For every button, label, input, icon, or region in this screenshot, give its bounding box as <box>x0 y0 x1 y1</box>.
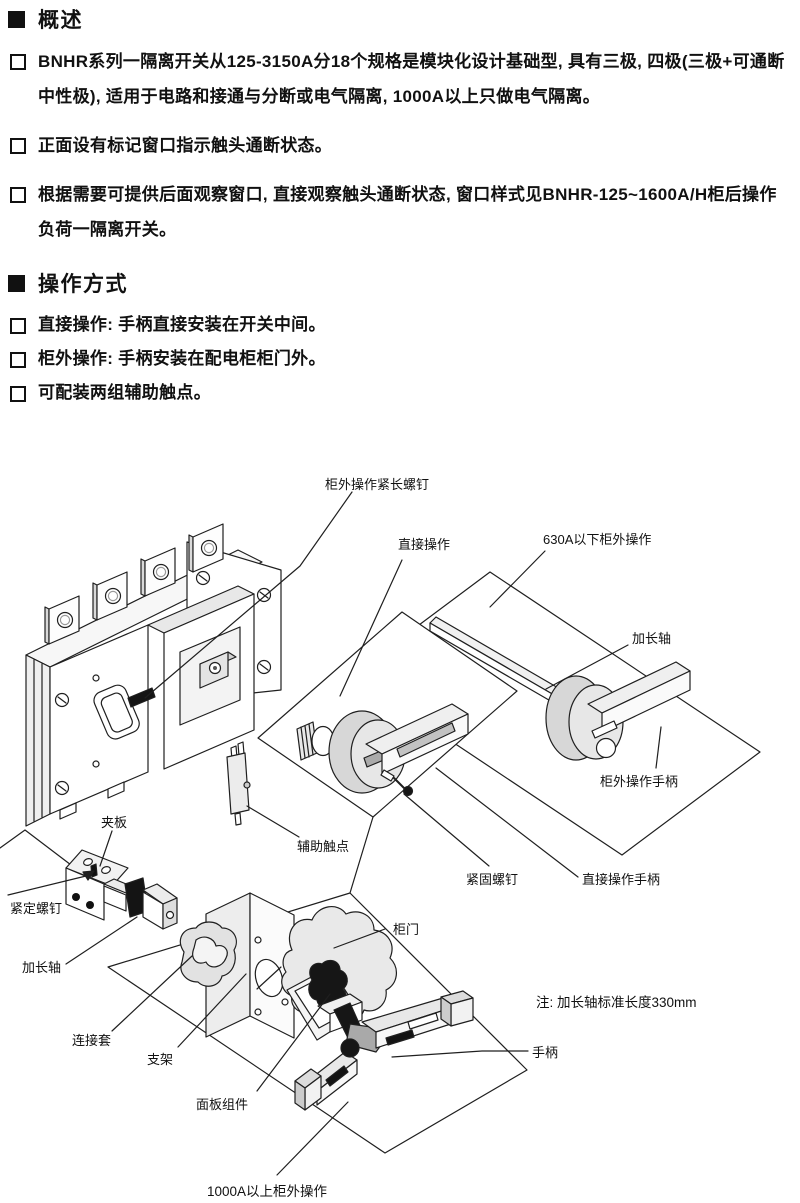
operation-bullet-2: 柜外操作: 手柄安装在配电柜柜门外。 <box>8 342 786 376</box>
handle-hub <box>340 1038 360 1058</box>
overview-bullet-2-text: 正面设有标记窗口指示触头通断状态。 <box>38 136 333 155</box>
overview-bullet-1-text: BNHR系列一隔离开关从125-3150A分18个规格是模块化设计基础型, 具有… <box>38 52 785 106</box>
label-external-handle: 柜外操作手柄 <box>600 774 678 789</box>
fastening-screw-part <box>380 769 395 782</box>
overview-bullet-3-text: 根据需要可提供后面观察窗口, 直接观察触头通断状态, 窗口样式见BNHR-125… <box>38 185 777 239</box>
label-set-screw: 紧定螺钉 <box>10 901 62 916</box>
hollow-square-bullet-icon <box>10 386 26 402</box>
screw-slot <box>127 687 156 708</box>
bottom-assembly <box>107 816 528 1154</box>
overview-bullet-2: 正面设有标记窗口指示触头通断状态。 <box>8 128 786 163</box>
clamp-shaft-assembly <box>0 829 178 930</box>
section-overview: 概述 BNHR系列一隔离开关从125-3150A分18个规格是模块化设计基础型,… <box>8 6 786 247</box>
label-panel-630a: 630A以下柜外操作 <box>543 532 651 547</box>
section-operation-heading-row: 操作方式 <box>8 270 786 296</box>
label-extension-shaft-right: 加长轴 <box>632 631 671 646</box>
handle-socket-cam <box>308 959 348 1010</box>
external-handle-part <box>545 661 691 761</box>
terminal-tabs <box>44 523 224 645</box>
label-handle: 手柄 <box>532 1045 558 1060</box>
operation-bullet-1-text: 直接操作: 手柄直接安装在开关中间。 <box>38 315 326 334</box>
label-direct-handle: 直接操作手柄 <box>582 872 660 887</box>
operation-bullet-3: 可配装两组辅助触点。 <box>8 376 786 410</box>
overview-bullet-1: BNHR系列一隔离开关从125-3150A分18个规格是模块化设计基础型, 具有… <box>8 44 786 114</box>
label-cabinet-door: 柜门 <box>393 922 419 937</box>
operation-bullet-3-text: 可配装两组辅助触点。 <box>38 383 211 402</box>
hollow-square-bullet-icon <box>10 187 26 203</box>
section-overview-heading-row: 概述 <box>8 6 786 32</box>
label-extension-shaft-left: 加长轴 <box>22 960 61 975</box>
switch-body <box>25 523 282 827</box>
overview-bullet-3: 根据需要可提供后面观察窗口, 直接观察触头通断状态, 窗口样式见BNHR-125… <box>8 177 786 247</box>
label-connecting-sleeve: 连接套 <box>72 1033 111 1048</box>
hollow-square-bullet-icon <box>10 138 26 154</box>
section-operation-title: 操作方式 <box>38 273 128 296</box>
leader-lines <box>7 491 662 1176</box>
label-direct-operation: 直接操作 <box>398 537 450 552</box>
operation-bullet-1: 直接操作: 手柄直接安装在开关中间。 <box>8 308 786 342</box>
label-fastening-screw: 紧固螺钉 <box>466 872 518 887</box>
label-bracket: 支架 <box>147 1052 173 1067</box>
label-clamp-plate: 夹板 <box>101 815 127 830</box>
label-panel-assembly: 面板组件 <box>196 1097 248 1112</box>
filled-square-marker-icon <box>8 10 25 28</box>
label-auxiliary-contact: 辅助触点 <box>297 839 349 854</box>
clamp-plate-part <box>65 849 129 887</box>
diagram-labels: 柜外操作紧长螺钉 直接操作 630A以下柜外操作 加长轴 柜外操作手柄 辅助触点… <box>10 477 697 1199</box>
section-overview-title: 概述 <box>38 9 83 32</box>
section-operation: 操作方式 直接操作: 手柄直接安装在开关中间。 柜外操作: 手柄安装在配电柜柜门… <box>8 270 786 410</box>
direct-handle-part <box>296 703 469 797</box>
operation-bullet-2-text: 柜外操作: 手柄安装在配电柜柜门外。 <box>38 349 326 368</box>
label-note: 注: 加长轴标准长度330mm <box>536 995 697 1010</box>
label-operation-1000a: 1000A以上柜外操作 <box>207 1184 327 1199</box>
document-text: 概述 BNHR系列一隔离开关从125-3150A分18个规格是模块化设计基础型,… <box>8 6 786 410</box>
hollow-square-bullet-icon <box>10 352 26 368</box>
hollow-square-bullet-icon <box>10 54 26 70</box>
label-cabinet-screw: 柜外操作紧长螺钉 <box>325 477 429 492</box>
handle-part <box>294 990 474 1111</box>
hollow-square-bullet-icon <box>10 318 26 334</box>
auxiliary-contact-part <box>226 741 251 826</box>
filled-square-marker-icon <box>8 274 25 292</box>
